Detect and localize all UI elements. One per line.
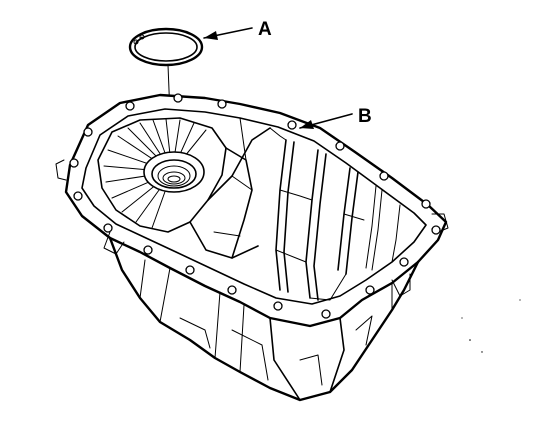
transmission-housing-part-b [55, 93, 449, 402]
callout-a-label: A [258, 19, 272, 40]
flange-bolt-holes [69, 93, 441, 319]
callout-a: A [203, 19, 272, 40]
bearing-bore [143, 151, 205, 193]
snap-ring-part-a [128, 27, 204, 67]
callout-b-label: B [358, 106, 372, 127]
callout-b-arrowhead [300, 120, 314, 129]
callout-a-arrowhead [204, 31, 218, 40]
scan-specks [461, 299, 521, 353]
cavity-ribs [269, 127, 401, 301]
callout-b: B [299, 106, 372, 129]
